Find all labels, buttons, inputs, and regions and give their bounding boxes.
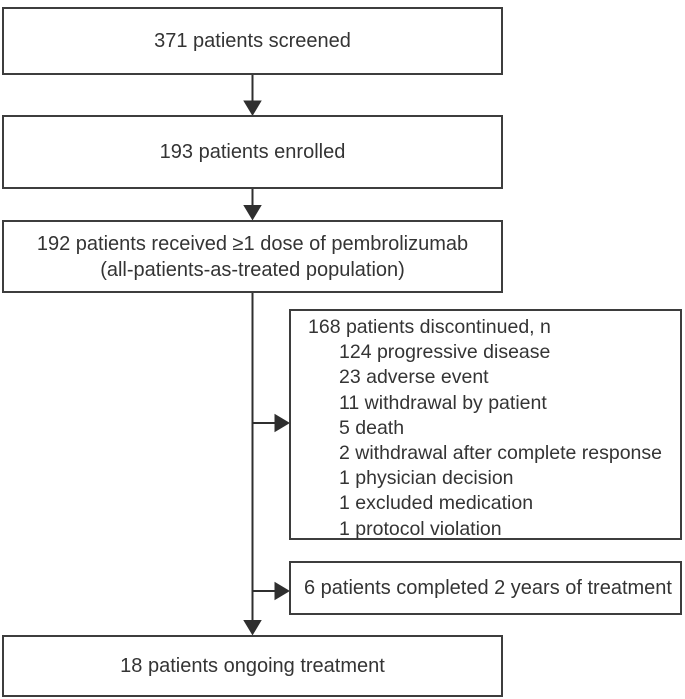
box-ongoing: 18 patients ongoing treatment	[2, 635, 503, 697]
box-ongoing-label: 18 patients ongoing treatment	[120, 655, 385, 677]
discontinued-item-withdrawal-after-cr: 2 withdrawal after complete response	[339, 442, 662, 465]
arrow-enrolled-to-treated-head	[243, 205, 262, 221]
box-discontinued: 168 patients discontinued, n 124 progres…	[289, 309, 682, 540]
box-completed-label: 6 patients completed 2 years of treatmen…	[304, 577, 672, 599]
discontinued-item-physician-decision: 1 physician decision	[339, 467, 514, 490]
discontinued-item-withdrawal-by-patient: 11 withdrawal by patient	[339, 391, 547, 414]
discontinued-item-death: 5 death	[339, 416, 405, 439]
box-screened: 371 patients screened	[2, 7, 503, 75]
discontinued-item-progressive-disease: 124 progressive disease	[339, 341, 551, 364]
arrow-treated-to-ongoing-head	[243, 620, 262, 636]
box-treated-line1: 192 patients received ≥1 dose of pembrol…	[36, 232, 469, 255]
box-completed: 6 patients completed 2 years of treatmen…	[289, 561, 682, 615]
box-enrolled-label: 193 patients enrolled	[159, 141, 346, 163]
box-enrolled: 193 patients enrolled	[2, 115, 503, 189]
box-discontinued-header: 168 patients discontinued, n	[308, 316, 551, 338]
arrow-screened-to-enrolled-head	[243, 100, 262, 116]
arrow-branch-discontinued-head	[274, 413, 290, 433]
box-screened-label: 371 patients screened	[154, 30, 351, 52]
discontinued-item-adverse-event: 23 adverse event	[339, 366, 489, 389]
box-treated: 192 patients received ≥1 dose of pembrol…	[2, 220, 503, 293]
discontinued-item-protocol-violation: 1 protocol violation	[339, 517, 502, 540]
box-treated-line2: (all-patients-as-treated population)	[100, 258, 405, 281]
arrow-branch-completed-head	[274, 581, 290, 601]
discontinued-item-excluded-medication: 1 excluded medication	[339, 492, 534, 515]
